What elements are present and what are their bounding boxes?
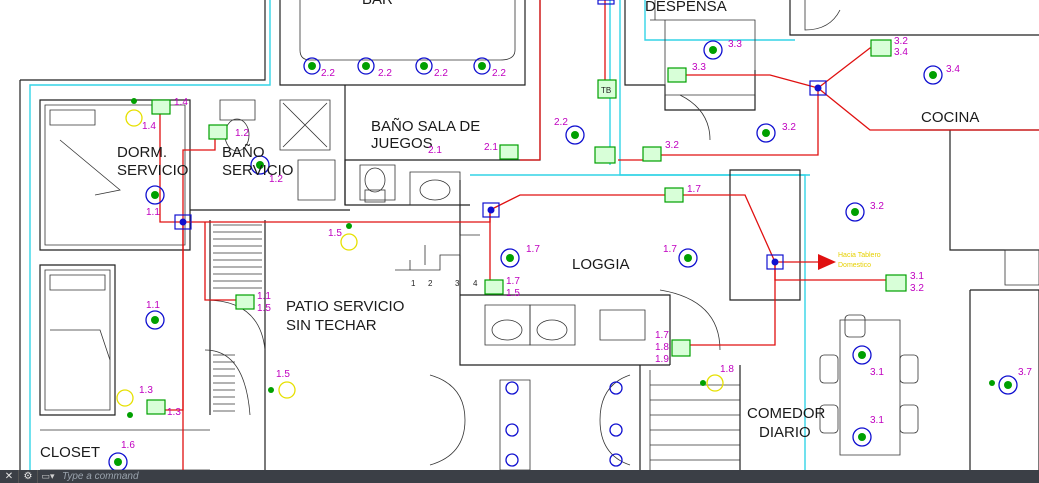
room-loggia: LOGGIA [572,256,630,273]
room-comedor-line2: DIARIO [759,424,811,441]
circuit-label: 1.4 [174,97,188,108]
circuit-label: 1.1 [257,291,271,302]
circuit-label: 1.7 [526,244,540,255]
circuit-label: 1.2 [235,128,249,139]
circuit-label: 1.7 [663,244,677,255]
annotations: Hacia Tablero Domestico 1 2 3 4 TB [411,86,881,288]
circuit-label: 1.1 [146,207,160,218]
command-line-bar: ✕ ⚙ ▭▾ [0,470,1039,483]
circuit-label: 3.3 [692,62,706,73]
circuit-label: 2.2 [492,68,506,79]
room-bano-servicio-line1: BAÑO [222,144,265,161]
circuit-label: 2.2 [378,68,392,79]
stair-number-1: 1 [411,279,416,288]
outlet-boxes [146,39,907,415]
circuit-label: 1.1 [146,300,160,311]
circuit-label: 2.2 [554,117,568,128]
circuit-label: 1.8 [655,342,669,353]
stair-number-2: 2 [428,279,433,288]
wiring [159,0,1039,470]
circuit-label: 1.2 [269,174,283,185]
circuit-label: 2.2 [434,68,448,79]
circuit-label: 1.6 [121,440,135,451]
circuit-label: 3.1 [910,271,924,282]
circuit-label: 2.2 [321,68,335,79]
room-bar: BAR [362,0,393,8]
circuit-label: 2.1 [428,145,442,156]
room-patio-line1: PATIO SERVICIO [286,298,404,315]
circuit-label: 1.3 [139,385,153,396]
circuit-label: 3.4 [946,64,960,75]
circuit-label: 3.1 [870,415,884,426]
walls [19,0,1039,471]
circuit-labels: 2.2 2.2 2.2 2.2 3.3 3.3 3.2 3.4 3.4 1.4 … [121,36,1032,451]
circuit-label: 3.7 [1018,367,1032,378]
beds [44,104,186,411]
room-comedor-line1: COMEDOR [747,405,826,422]
tb-label: TB [601,86,611,95]
close-icon[interactable]: ✕ [0,470,19,483]
circuit-label: 1.3 [167,407,181,418]
circuit-label: 3.3 [728,39,742,50]
circuit-label: 1.8 [720,364,734,375]
room-closet: CLOSET [40,444,100,461]
room-patio-line2: SIN TECHAR [286,317,377,334]
light-fixtures [108,40,1018,472]
circuit-label: 3.2 [910,283,924,294]
room-dorm-line2: SERVICIO [117,162,188,179]
command-prompt-icon: ▭▾ [41,471,55,481]
room-bano-servicio-line2: SERVICIO [222,162,293,179]
room-cocina: COCINA [921,109,979,126]
circuit-label: 3.1 [870,367,884,378]
room-bano-sala-line1: BAÑO SALA DE [371,118,480,135]
circuit-label: 3.2 [665,140,679,151]
circuit-label: 3.4 [894,47,908,58]
tablero-note-line1: Hacia Tablero [838,252,881,259]
circuit-label: 3.2 [870,201,884,212]
circuit-label: 2.1 [484,142,498,153]
circuit-label: 1.5 [506,288,520,299]
room-dorm-line1: DORM. [117,144,167,161]
wrench-icon[interactable]: ⚙ [19,470,38,483]
circuit-label: 1.4 [142,121,156,132]
cyan-outlines [29,0,810,470]
circuit-label: 1.7 [655,330,669,341]
room-bano-sala-line2: JUEGOS [371,135,433,152]
circuit-label: 1.7 [506,276,520,287]
circuit-label: 3.2 [782,122,796,133]
stair-number-3: 3 [455,279,460,288]
circuit-label: 1.7 [687,184,701,195]
circuit-label: 1.5 [328,228,342,239]
room-labels: BAR DESPENSA COCINA DORM. SERVICIO BAÑO … [40,0,979,461]
fixtures [224,118,919,434]
circuit-label: 1.5 [257,303,271,314]
circuit-label: 3.2 [894,36,908,47]
stairs [213,224,740,470]
stair-number-4: 4 [473,279,478,288]
circuit-label: 1.5 [276,369,290,380]
circuit-label: 1.9 [655,354,669,365]
room-despensa: DESPENSA [645,0,727,15]
tablero-note-line2: Domestico [838,262,871,269]
junction-boxes [174,0,827,270]
command-input[interactable] [58,471,306,482]
